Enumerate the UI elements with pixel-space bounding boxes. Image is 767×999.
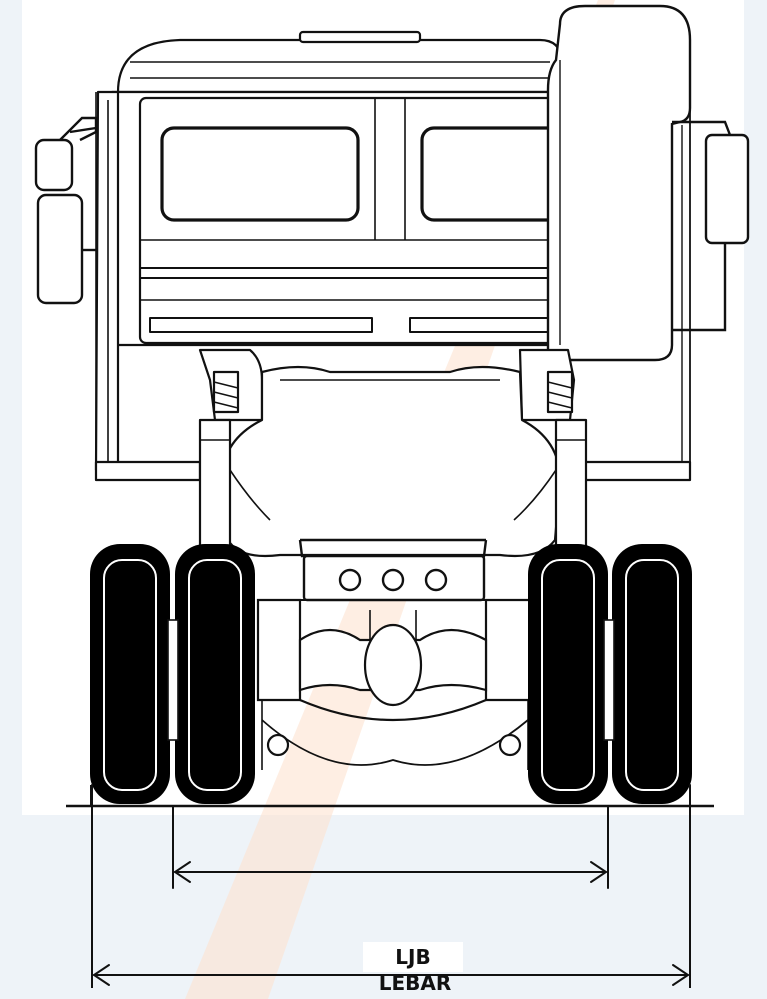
ljb-arrowhead-left <box>173 861 191 883</box>
left-mirror <box>34 116 98 305</box>
exhaust-stack <box>546 4 692 362</box>
crossbar-hole-3 <box>424 568 448 592</box>
crossbar-hole-2 <box>381 568 405 592</box>
right-mirror <box>672 110 750 470</box>
tires <box>90 544 692 804</box>
lebar-arrowhead-right <box>672 964 690 986</box>
crossbar-hole-1 <box>338 568 362 592</box>
lebar-arrowhead-left <box>92 964 110 986</box>
ljb-label: LJB <box>363 942 463 972</box>
chassis-frame <box>94 348 692 562</box>
cab <box>94 30 564 472</box>
rear-crossbar <box>298 538 490 602</box>
dimension-lines-main <box>91 784 691 986</box>
cab-roof <box>116 38 564 94</box>
rear-window-left <box>160 126 360 222</box>
tire-inner-left <box>175 544 255 804</box>
ljb-arrowhead-right <box>590 861 608 883</box>
tire-inner-right <box>528 544 608 804</box>
rear-window-right <box>420 126 564 222</box>
differential <box>363 623 423 707</box>
rear-axle <box>256 598 532 770</box>
tire-outer-left <box>90 544 170 804</box>
lebar-label: LEBAR <box>378 971 452 995</box>
tire-outer-right <box>612 544 692 804</box>
